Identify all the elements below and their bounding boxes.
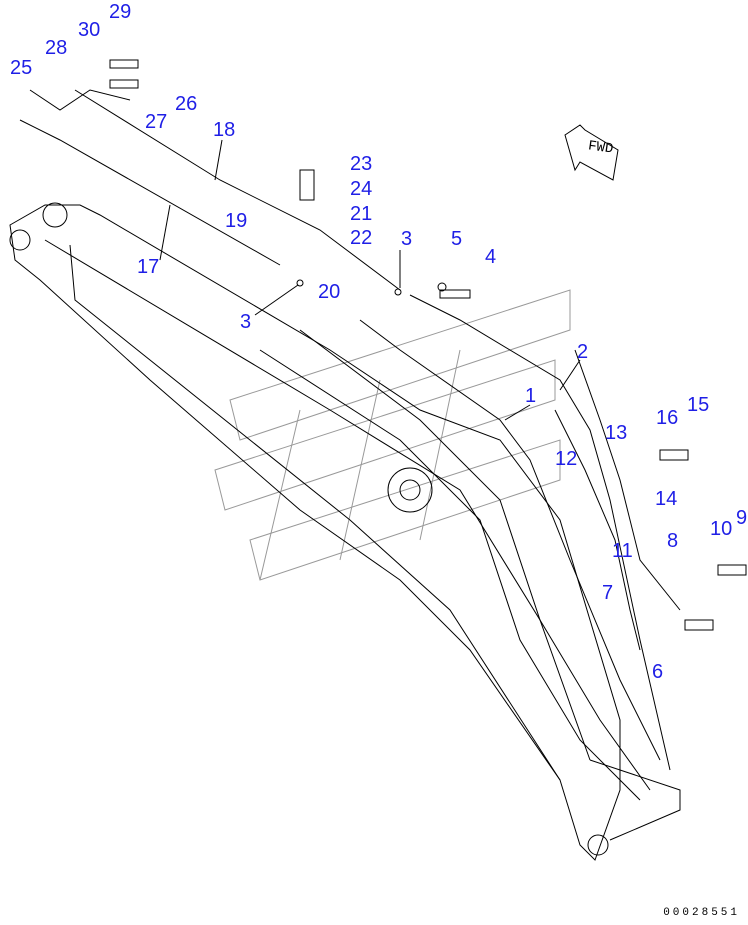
callout-25[interactable]: 25 <box>10 57 33 79</box>
callout-3a[interactable]: 3 <box>401 228 413 250</box>
callout-1[interactable]: 1 <box>525 385 537 407</box>
callout-10[interactable]: 10 <box>710 518 733 540</box>
callout-23[interactable]: 23 <box>350 153 373 175</box>
callout-22[interactable]: 22 <box>350 227 373 249</box>
fwd-arrow-icon <box>564 124 619 181</box>
callout-12[interactable]: 12 <box>555 448 578 470</box>
callout-26[interactable]: 26 <box>175 93 198 115</box>
watermark-logo <box>214 289 571 581</box>
callout-8[interactable]: 8 <box>667 530 679 552</box>
callout-13[interactable]: 13 <box>605 422 628 444</box>
callout-21[interactable]: 21 <box>350 203 373 225</box>
callout-4[interactable]: 4 <box>485 246 497 268</box>
callout-2[interactable]: 2 <box>577 341 589 363</box>
callout-5[interactable]: 5 <box>451 228 463 250</box>
callout-14[interactable]: 14 <box>655 488 678 510</box>
callout-19[interactable]: 19 <box>225 210 248 232</box>
callout-7[interactable]: 7 <box>602 582 614 604</box>
callout-27[interactable]: 27 <box>145 111 168 133</box>
callout-20[interactable]: 20 <box>318 281 341 303</box>
fwd-label: FWD <box>587 138 615 158</box>
leader-lines <box>29 89 581 421</box>
callout-18[interactable]: 18 <box>213 119 236 141</box>
callout-16[interactable]: 16 <box>656 407 679 429</box>
fasteners <box>109 59 747 631</box>
callout-9[interactable]: 9 <box>736 507 748 529</box>
boom-body <box>9 202 681 861</box>
callout-24[interactable]: 24 <box>350 178 373 200</box>
callout-11[interactable]: 11 <box>612 540 633 562</box>
callout-30[interactable]: 30 <box>78 19 101 41</box>
callout-17[interactable]: 17 <box>137 256 160 278</box>
callout-3b[interactable]: 3 <box>240 311 252 333</box>
callout-29[interactable]: 29 <box>109 1 132 23</box>
hoses <box>19 89 681 801</box>
callout-15[interactable]: 15 <box>687 394 710 416</box>
callout-6[interactable]: 6 <box>652 661 664 683</box>
callout-28[interactable]: 28 <box>45 37 68 59</box>
drawing-code: 00028551 <box>663 907 740 919</box>
